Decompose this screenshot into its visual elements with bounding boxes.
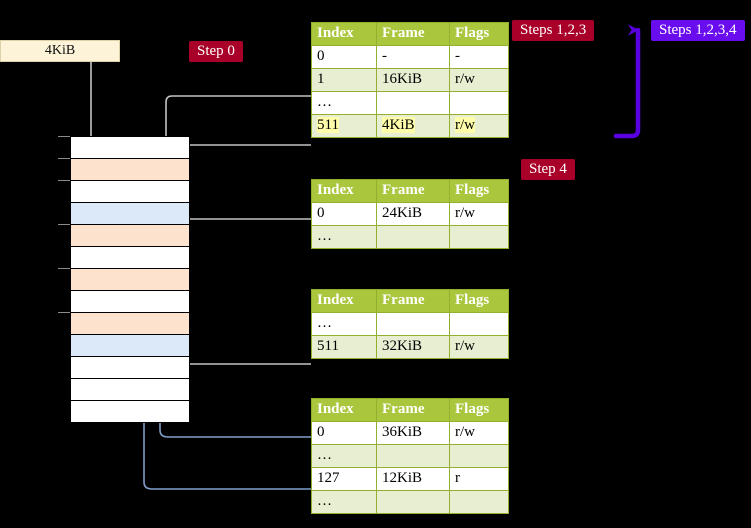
cell-index: 127: [311, 467, 377, 491]
table-row: …: [311, 91, 509, 115]
wire-t2-row0: [179, 218, 311, 268]
cell-index: …: [311, 444, 377, 468]
cell-flags: -: [449, 45, 509, 69]
cell-flags: r: [449, 467, 509, 491]
table-row: …: [311, 444, 509, 468]
cell-index: 0: [311, 421, 377, 445]
memory-tick-mark: [58, 312, 70, 313]
memory-frame-row: [70, 180, 190, 203]
cell-flags: [449, 490, 509, 514]
memory-frame-row: [70, 158, 190, 181]
wire-t1-row1: [165, 95, 311, 154]
cell-index: …: [311, 312, 377, 336]
table-row: …: [311, 490, 509, 514]
badge-steps-1234: Steps 1,2,3,4: [651, 20, 745, 41]
column-header-index: Index: [311, 289, 377, 313]
memory-frame-row: [70, 400, 190, 423]
memory-frame-row: [70, 136, 190, 159]
memory-size-text: 4KiB: [44, 43, 76, 58]
memory-frame-row: [70, 378, 190, 401]
cell-index: 0: [311, 202, 377, 226]
cell-flags: [449, 444, 509, 468]
cell-frame: [376, 312, 450, 336]
cell-index: 511: [311, 335, 377, 359]
wire-t1-row511: [178, 144, 311, 226]
memory-frame-row: [70, 268, 190, 291]
cell-index: …: [311, 225, 377, 249]
column-header-frame: Frame: [376, 22, 450, 46]
cell-frame: 4KiB: [376, 114, 450, 138]
cell-index: 1: [311, 68, 377, 92]
cell-frame: [376, 225, 450, 249]
cell-flags: r/w: [449, 114, 509, 138]
table-row: …: [311, 312, 509, 336]
column-header-index: Index: [311, 179, 377, 203]
cell-index: …: [311, 490, 377, 514]
memory-frame-row: [70, 312, 190, 335]
cell-frame: [376, 91, 450, 115]
column-header-flags: Flags: [449, 22, 509, 46]
cell-flags: r/w: [449, 335, 509, 359]
cell-frame: 16KiB: [376, 68, 450, 92]
cell-frame: [376, 490, 450, 514]
cell-flags: r/w: [449, 68, 509, 92]
cell-flags: [449, 225, 509, 249]
column-header-flags: Flags: [449, 398, 509, 422]
cell-frame: 36KiB: [376, 421, 450, 445]
cell-frame: 32KiB: [376, 335, 450, 359]
memory-tick-mark: [58, 158, 70, 159]
cell-frame: 12KiB: [376, 467, 450, 491]
cell-flags: [449, 91, 509, 115]
memory-size-label: 4KiB: [0, 40, 120, 62]
cell-flags: r/w: [449, 202, 509, 226]
wire-t4-row0: [152, 334, 311, 438]
table-row: 0--: [311, 45, 509, 69]
cell-frame: 24KiB: [376, 202, 450, 226]
table-row: …: [311, 225, 509, 249]
memory-tick-mark: [58, 180, 70, 181]
cell-flags: [449, 312, 509, 336]
column-header-index: Index: [311, 22, 377, 46]
memory-frame-row: [70, 334, 190, 357]
wire-t3-row511: [173, 314, 311, 365]
memory-frame-row: [70, 290, 190, 313]
memory-tick-mark: [58, 136, 70, 137]
memory-tick-mark: [58, 268, 70, 269]
purple-bracket-arrow: [613, 24, 641, 139]
cell-frame: -: [376, 45, 450, 69]
memory-tick-mark: [58, 224, 70, 225]
cell-index: 511: [311, 114, 377, 138]
memory-frame-row: [70, 246, 190, 269]
badge-step-0: Step 0: [189, 41, 243, 62]
wire-t4-row127: [136, 210, 311, 490]
cell-index: …: [311, 91, 377, 115]
column-header-frame: Frame: [376, 179, 450, 203]
column-header-frame: Frame: [376, 398, 450, 422]
memory-frame-row: [70, 202, 190, 225]
column-header-index: Index: [311, 398, 377, 422]
column-header-frame: Frame: [376, 289, 450, 313]
cell-flags: r/w: [449, 421, 509, 445]
cell-index: 0: [311, 45, 377, 69]
memory-frame-row: [70, 356, 190, 379]
column-header-flags: Flags: [449, 179, 509, 203]
badge-steps-123: Steps 1,2,3: [512, 20, 595, 41]
cell-frame: [376, 444, 450, 468]
badge-step-4: Step 4: [521, 159, 575, 180]
column-header-flags: Flags: [449, 289, 509, 313]
physical-memory-column: [58, 136, 190, 423]
memory-frame-row: [70, 224, 190, 247]
